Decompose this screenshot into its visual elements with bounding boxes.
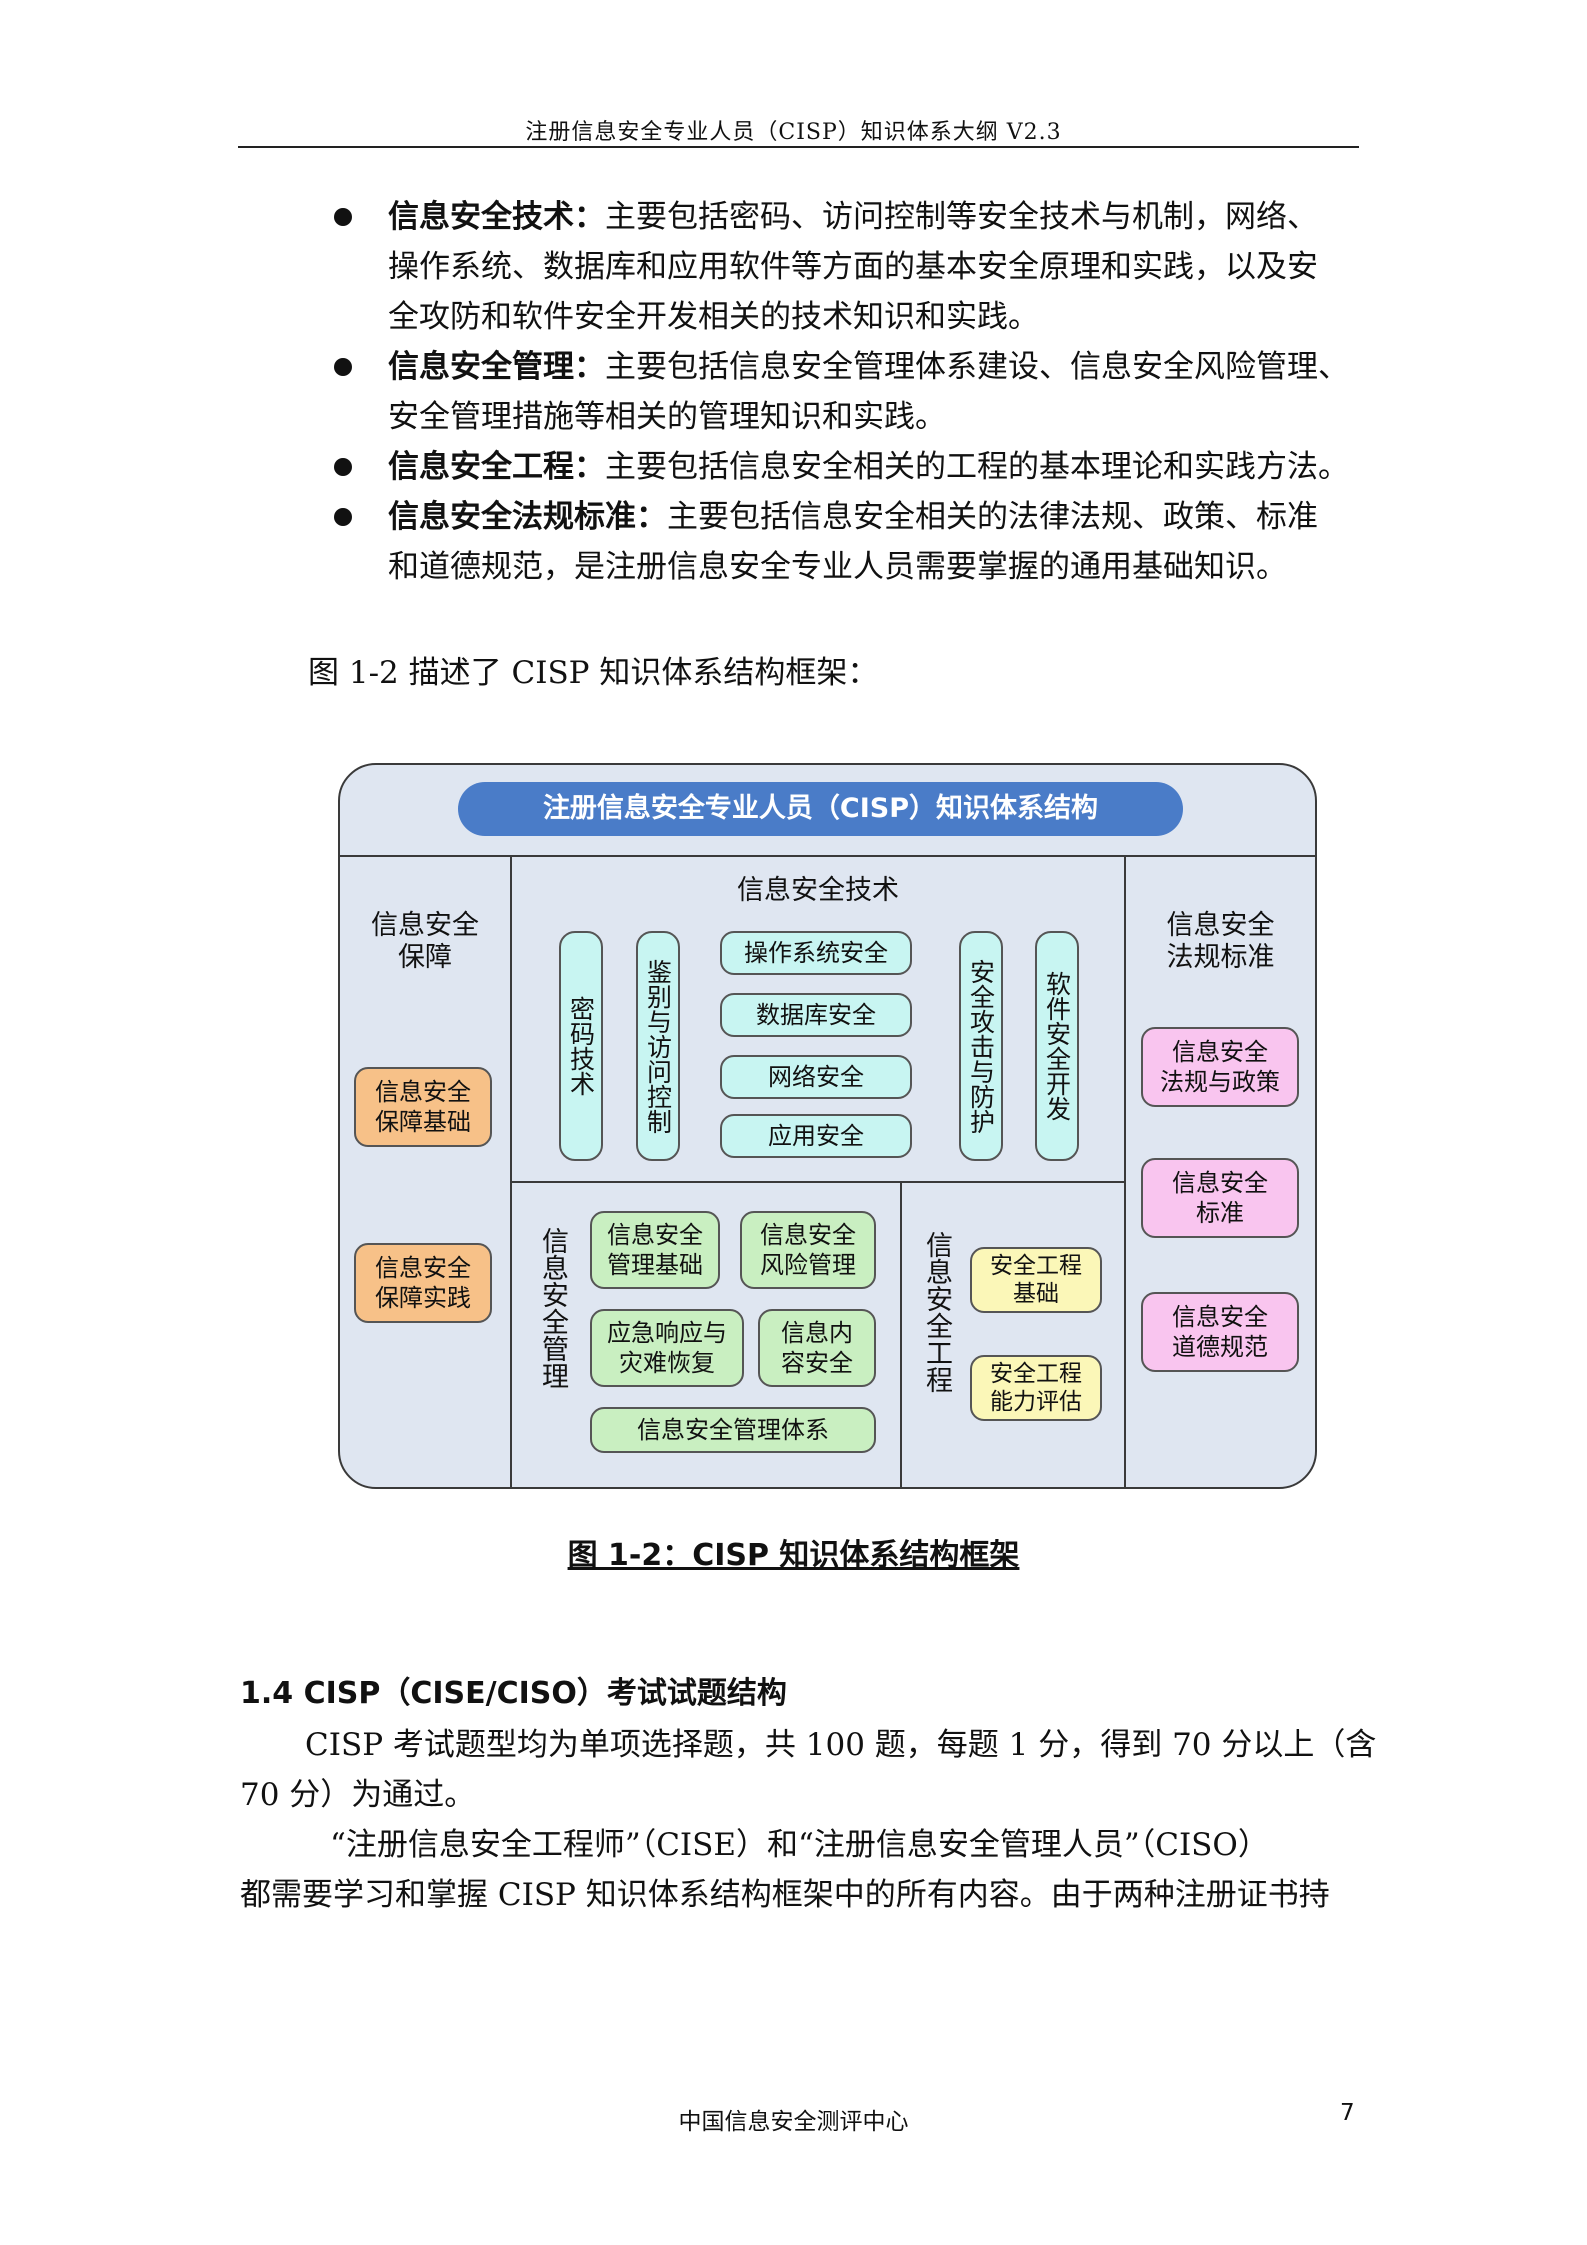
bullet-text: 全攻防和软件安全开发相关的技术知识和实践。 [388,299,1039,335]
bullet-text: 主要包括信息安全相关的法律法规、政策、标准 [667,499,1318,535]
figure-caption: 图 1-2：CISP 知识体系结构框架 [567,1538,1020,1573]
bullet-item: 信息安全管理：主要包括信息安全管理体系建设、信息安全风险管理、 安全管理措施等相… [330,342,1370,442]
os-security-box: 操作系统安全 [720,931,912,975]
divider [900,1181,902,1487]
bullet-text: 主要包括密码、访问控制等安全技术与机制，网络、 [605,199,1318,235]
paragraph-line: CISP 考试题型均为单项选择题，共 100 题，每题 1 分，得到 70 分以… [305,1727,1377,1763]
page-number: 7 [1340,2100,1355,2126]
bullet-dot-icon [334,458,352,476]
bullet-term: 信息安全管理 [388,349,574,385]
paragraph-line: “注册信息安全工程师”（CISE）和“注册信息安全管理人员”（CISO） [330,1827,1269,1863]
paragraph-line: 70 分）为通过。 [240,1777,476,1813]
eng-capability-box: 安全工程 能力评估 [970,1355,1102,1421]
secure-dev-box: 软件安全开发 [1035,931,1079,1161]
law-standard-head: 信息安全 法规标准 [1166,910,1275,973]
bullet-term: 信息安全工程 [388,449,574,485]
bullet-dot-icon [334,358,352,376]
bullet-text: 主要包括信息安全相关的工程的基本理论和实践方法。 [605,449,1349,485]
assurance-head: 信息安全 保障 [371,910,479,973]
bullet-item: 信息安全法规标准：主要包括信息安全相关的法律法规、政策、标准 和道德规范，是注册… [330,492,1370,592]
header-rule [238,146,1359,148]
risk-mgmt-box: 信息安全 风险管理 [740,1211,876,1289]
db-security-box: 数据库安全 [720,993,912,1037]
network-security-box: 网络安全 [720,1055,912,1099]
ethics-box: 信息安全 道德规范 [1141,1292,1299,1372]
assurance-basics-box: 信息安全 保障基础 [354,1067,492,1147]
divider [510,855,512,1487]
footer-org: 中国信息安全测评中心 [678,2109,909,2135]
divider [510,1181,1124,1183]
bullet-text: 和道德规范，是注册信息安全专业人员需要掌握的通用基础知识。 [388,549,1287,585]
cisp-framework-diagram: 注册信息安全专业人员（CISP）知识体系结构 信息安全 保障 信息安全 保障基础… [338,763,1317,1489]
isms-box: 信息安全管理体系 [590,1407,876,1453]
page-header-title: 注册信息安全专业人员（CISP）知识体系大纲 V2.3 [525,120,1062,145]
assurance-practice-box: 信息安全 保障实践 [354,1243,492,1323]
standards-box: 信息安全 标准 [1141,1158,1299,1238]
eng-head: 信息安全工程 [921,1231,952,1393]
bullet-dot-icon [334,508,352,526]
app-security-box: 应用安全 [720,1114,912,1158]
bullet-dot-icon [334,208,352,226]
bullet-text: 主要包括信息安全管理体系建设、信息安全风险管理、 [605,349,1349,385]
bullet-text: 操作系统、数据库和应用软件等方面的基本安全原理和实践，以及安 [388,249,1318,285]
incident-recovery-box: 应急响应与 灾难恢复 [590,1309,744,1387]
bullet-term: 信息安全技术 [388,199,574,235]
law-policy-box: 信息安全 法规与政策 [1141,1027,1299,1107]
bullet-item: 信息安全技术：主要包括密码、访问控制等安全技术与机制，网络、 操作系统、数据库和… [330,192,1370,342]
bullet-item: 信息安全工程：主要包括信息安全相关的工程的基本理论和实践方法。 [330,442,1370,492]
bullet-text: 安全管理措施等相关的管理知识和实践。 [388,399,946,435]
figure-intro-text: 图 1-2 描述了 CISP 知识体系结构框架： [308,655,879,691]
content-security-box: 信息内 容安全 [758,1309,876,1387]
auth-access-box: 鉴别与访问控制 [636,931,680,1161]
diagram-title: 注册信息安全专业人员（CISP）知识体系结构 [458,782,1183,836]
paragraph-line: 都需要学习和掌握 CISP 知识体系结构框架中的所有内容。由于两种注册证书持 [240,1877,1330,1913]
section-heading: 1.4 CISP（CISE/CISO）考试试题结构 [240,1676,787,1711]
tech-head: 信息安全技术 [737,875,899,906]
crypto-box: 密码技术 [559,931,603,1161]
divider [340,855,1315,857]
bullet-list: 信息安全技术：主要包括密码、访问控制等安全技术与机制，网络、 操作系统、数据库和… [330,192,1370,592]
bullet-term: 信息安全法规标准 [388,499,636,535]
eng-basics-box: 安全工程 基础 [970,1247,1102,1313]
divider [1124,855,1126,1487]
mgmt-head: 信息安全管理 [537,1227,568,1389]
mgmt-basics-box: 信息安全 管理基础 [590,1211,720,1289]
attack-defense-box: 安全攻击与防护 [959,931,1003,1161]
